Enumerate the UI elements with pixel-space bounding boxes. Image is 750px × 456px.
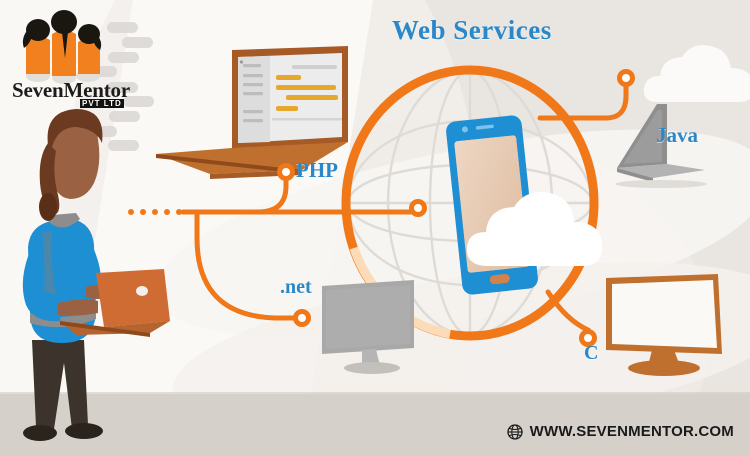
node-java bbox=[617, 69, 635, 87]
placeholder-bar bbox=[108, 140, 139, 151]
footer-url-text: WWW.SEVENMENTOR.COM bbox=[529, 423, 734, 440]
label-java: Java bbox=[656, 123, 698, 147]
background-cloud-icon bbox=[643, 45, 750, 102]
label-c: C bbox=[584, 342, 599, 364]
sevenmentor-logo[interactable]: SevenMentor PVT LTD bbox=[12, 6, 152, 111]
placeholder-bar bbox=[122, 37, 153, 48]
node-center-left bbox=[409, 199, 427, 217]
globe-icon bbox=[506, 423, 523, 440]
footer-website-link[interactable]: WWW.SEVENMENTOR.COM bbox=[506, 423, 734, 440]
label-php: PHP bbox=[296, 158, 338, 182]
placeholder-bar bbox=[86, 66, 117, 77]
placeholder-bar bbox=[107, 22, 138, 33]
orange-monitor-illustration bbox=[606, 274, 722, 376]
three-people-logo-icon bbox=[22, 10, 102, 84]
placeholder-bar bbox=[108, 52, 139, 63]
placeholder-bar bbox=[123, 96, 154, 107]
placeholder-bar bbox=[107, 82, 138, 93]
grey-monitor-illustration bbox=[322, 280, 414, 374]
label-net: .net bbox=[280, 276, 312, 298]
page-title: Web Services bbox=[392, 15, 552, 45]
node-php bbox=[277, 163, 295, 181]
node-net bbox=[293, 309, 311, 327]
grey-laptop-illustration bbox=[615, 104, 707, 188]
placeholder-bar bbox=[109, 111, 140, 122]
floor-band bbox=[0, 394, 750, 456]
woman-with-laptop-illustration bbox=[22, 109, 170, 441]
node-c bbox=[579, 329, 597, 347]
floor-edge bbox=[0, 392, 750, 394]
logo-suffix: PVT LTD bbox=[80, 99, 124, 108]
cloud-illustration bbox=[466, 191, 603, 266]
logo-wordmark: SevenMentor bbox=[12, 78, 130, 102]
